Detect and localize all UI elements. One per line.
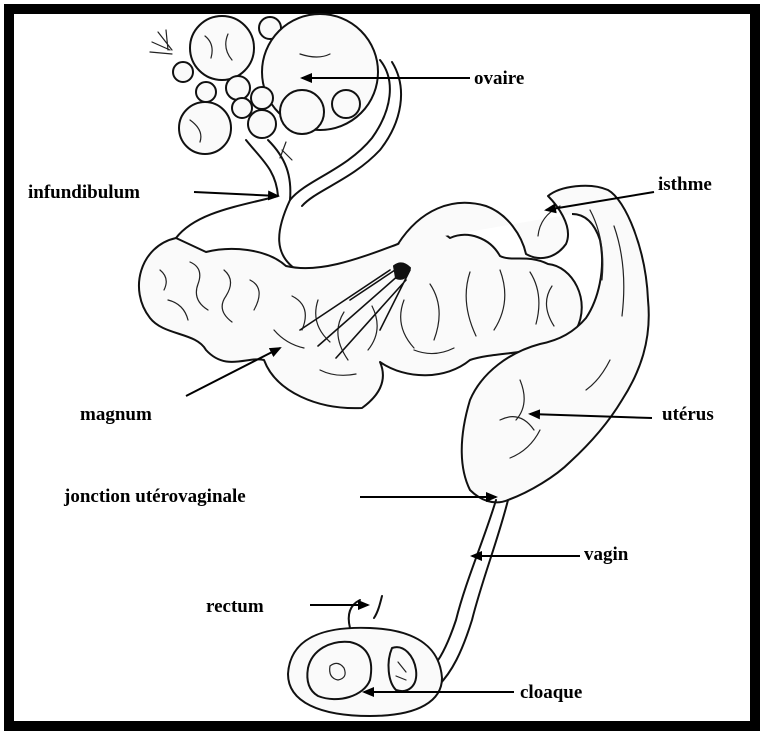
- arrow-infundibulum: [194, 192, 278, 196]
- label-cloaque: cloaque: [520, 682, 582, 703]
- label-isthme: isthme: [658, 174, 712, 195]
- label-jonction: jonction utérovaginale: [63, 486, 246, 507]
- label-ovaire: ovaire: [474, 68, 524, 89]
- label-rectum: rectum: [206, 596, 264, 617]
- label-vagin: vagin: [584, 544, 629, 565]
- cloaca-drawing: [288, 596, 442, 716]
- label-infundibulum: infundibulum: [28, 182, 140, 203]
- label-uterus: utérus: [662, 404, 714, 425]
- label-magnum: magnum: [80, 404, 152, 425]
- ovary-drawing: [150, 14, 378, 154]
